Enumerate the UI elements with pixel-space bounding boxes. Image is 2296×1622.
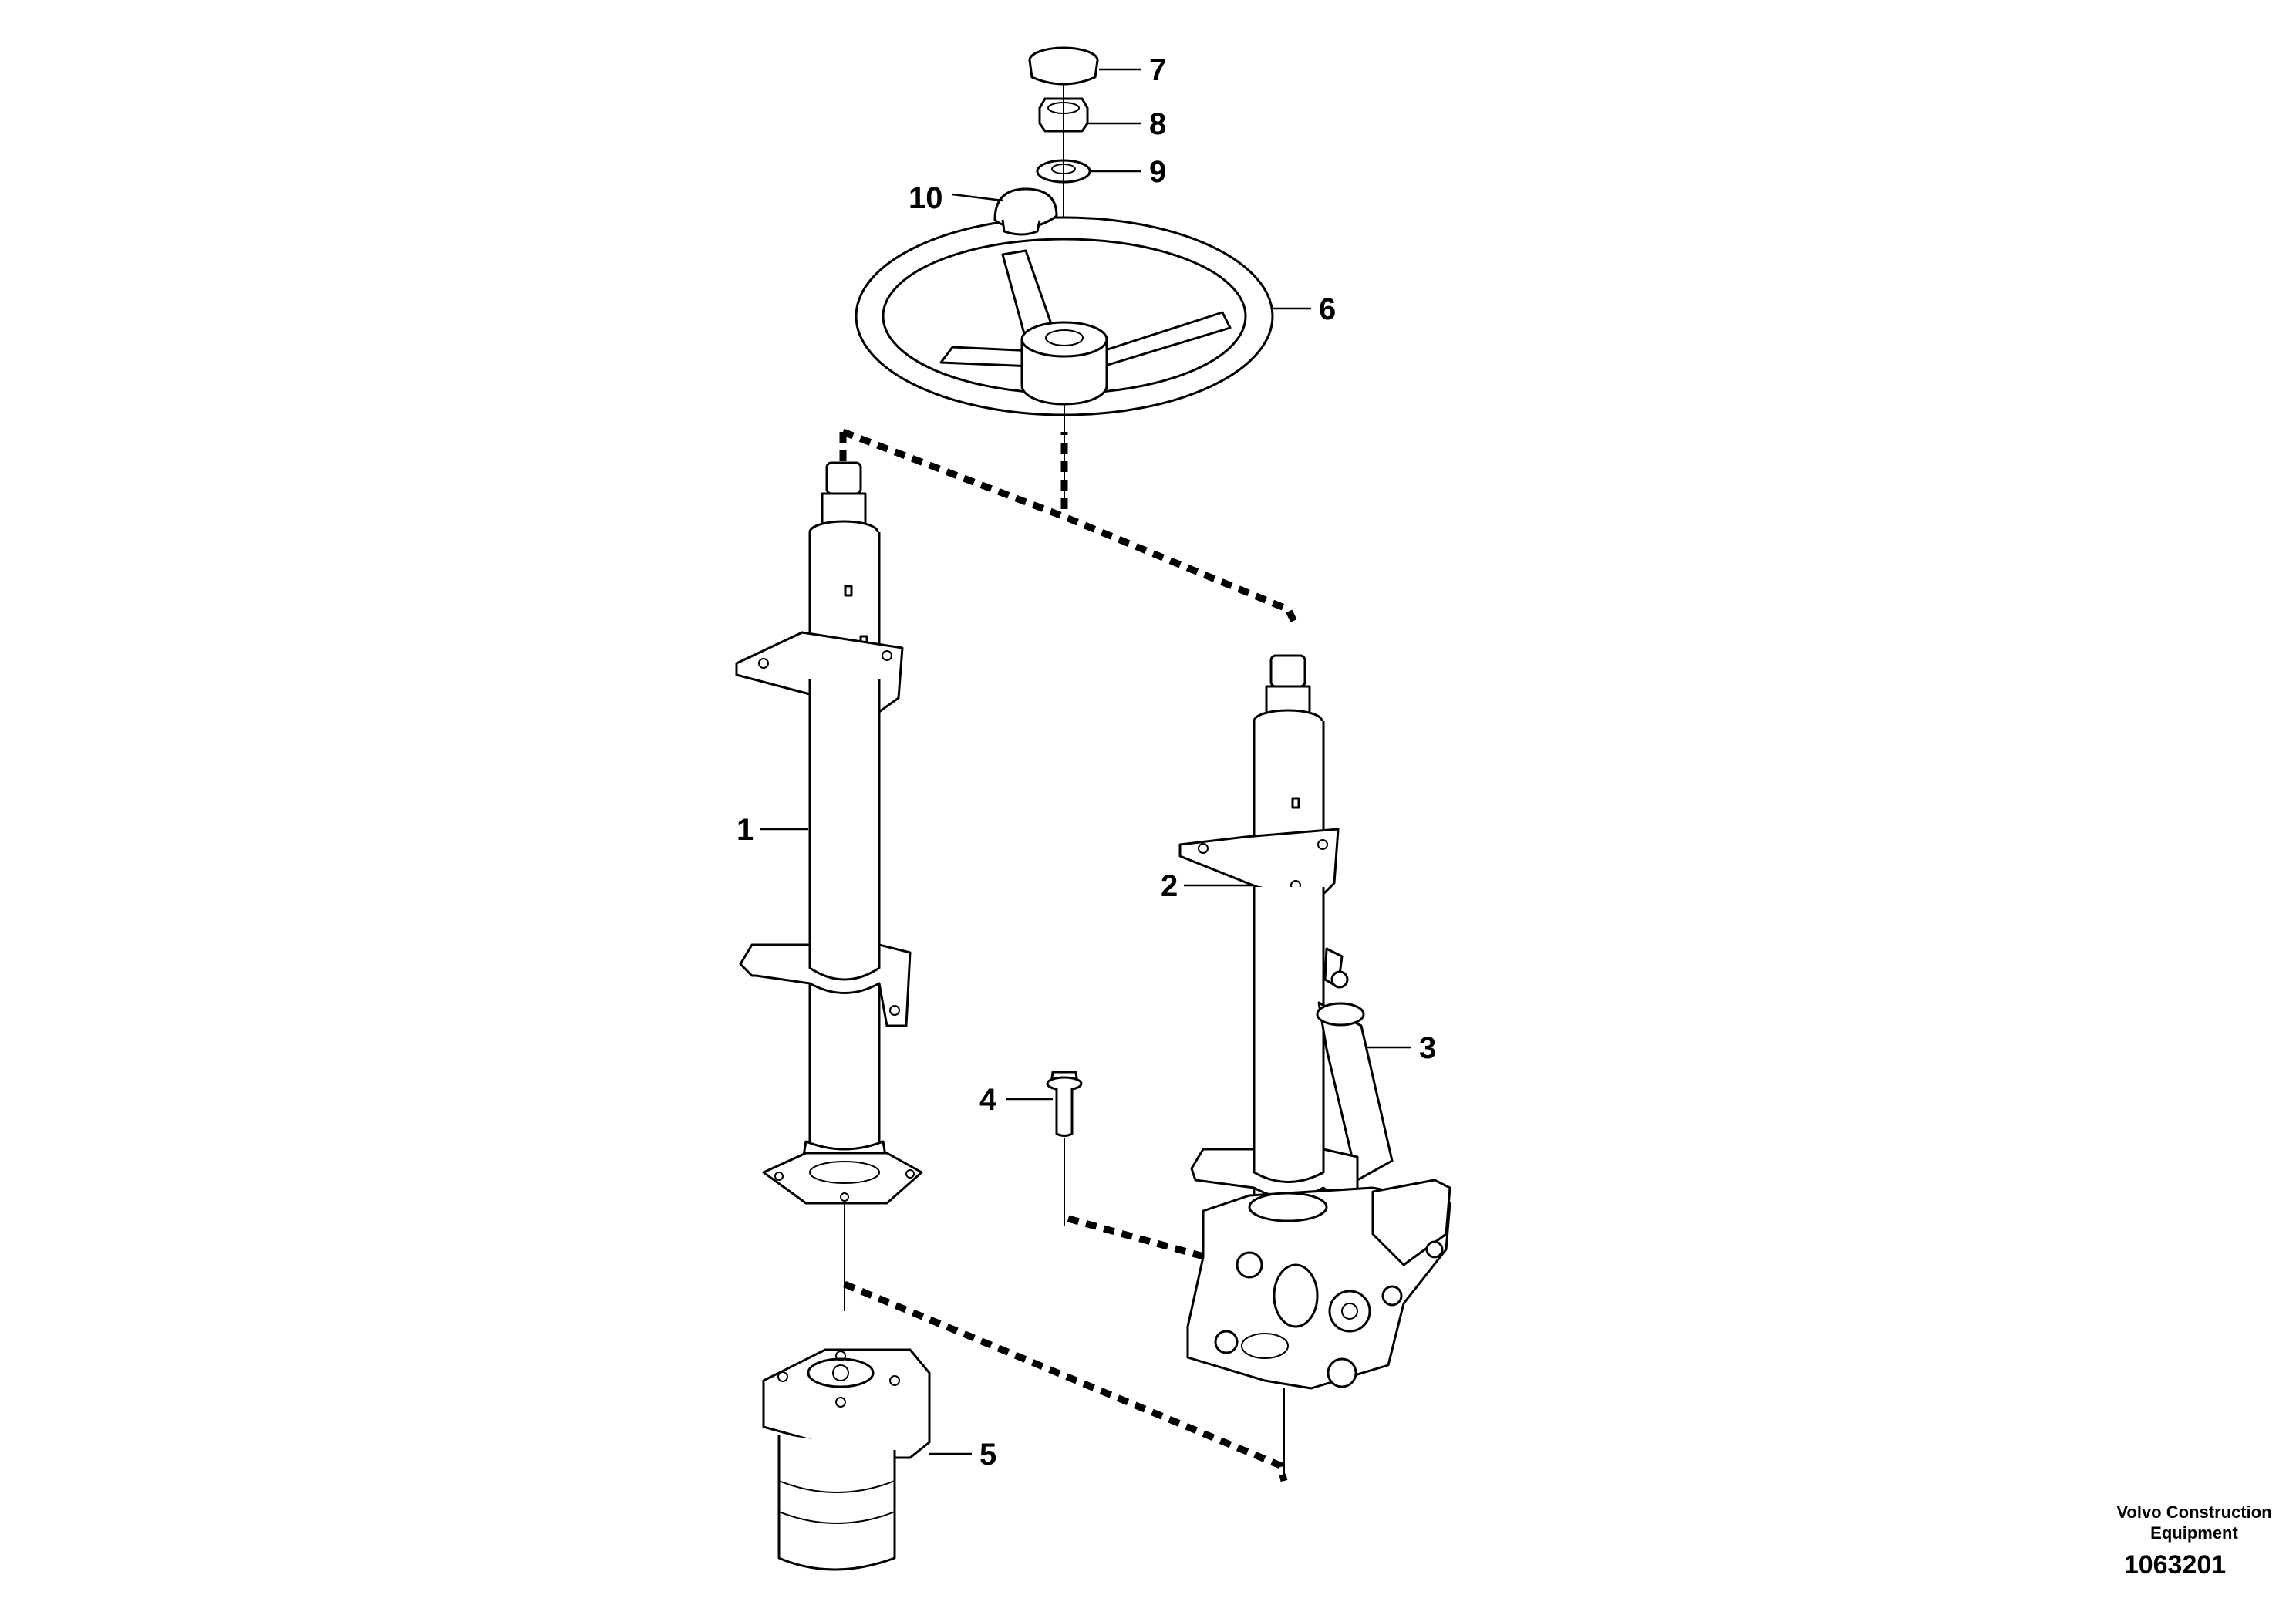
steering-wheel-part bbox=[855, 216, 1274, 509]
callout-7: 7 bbox=[1149, 53, 1166, 87]
credit-line-2: Equipment bbox=[2150, 1523, 2238, 1543]
callout-9: 9 bbox=[1149, 155, 1166, 189]
gas-spring-part bbox=[1316, 947, 1394, 1182]
knob-part bbox=[993, 187, 1058, 236]
leader-lines bbox=[760, 68, 1411, 1455]
credit-line-1: Volvo Construction bbox=[2116, 1502, 2271, 1522]
bolt-part bbox=[1046, 1071, 1083, 1226]
callout-4: 4 bbox=[979, 1083, 997, 1117]
callout-1: 1 bbox=[737, 813, 754, 847]
callout-6: 6 bbox=[1319, 292, 1336, 326]
steering-column-left-part bbox=[735, 461, 923, 1311]
title-block: Volvo Construction Equipment 1063201 bbox=[2116, 1502, 2271, 1580]
steering-column-right-part bbox=[1178, 654, 1340, 1236]
callout-5: 5 bbox=[979, 1438, 996, 1472]
callouts: 7 8 9 10 6 1 2 3 4 5 bbox=[737, 53, 1436, 1472]
callout-2: 2 bbox=[1161, 869, 1178, 903]
steering-unit-part bbox=[762, 1348, 931, 1571]
callout-10: 10 bbox=[909, 181, 943, 215]
cap-part bbox=[1028, 46, 1099, 86]
drawing-number: 1063201 bbox=[2124, 1550, 2226, 1580]
callout-8: 8 bbox=[1149, 107, 1166, 141]
callout-3: 3 bbox=[1419, 1031, 1436, 1065]
tilt-bracket-part bbox=[1186, 1148, 1451, 1481]
